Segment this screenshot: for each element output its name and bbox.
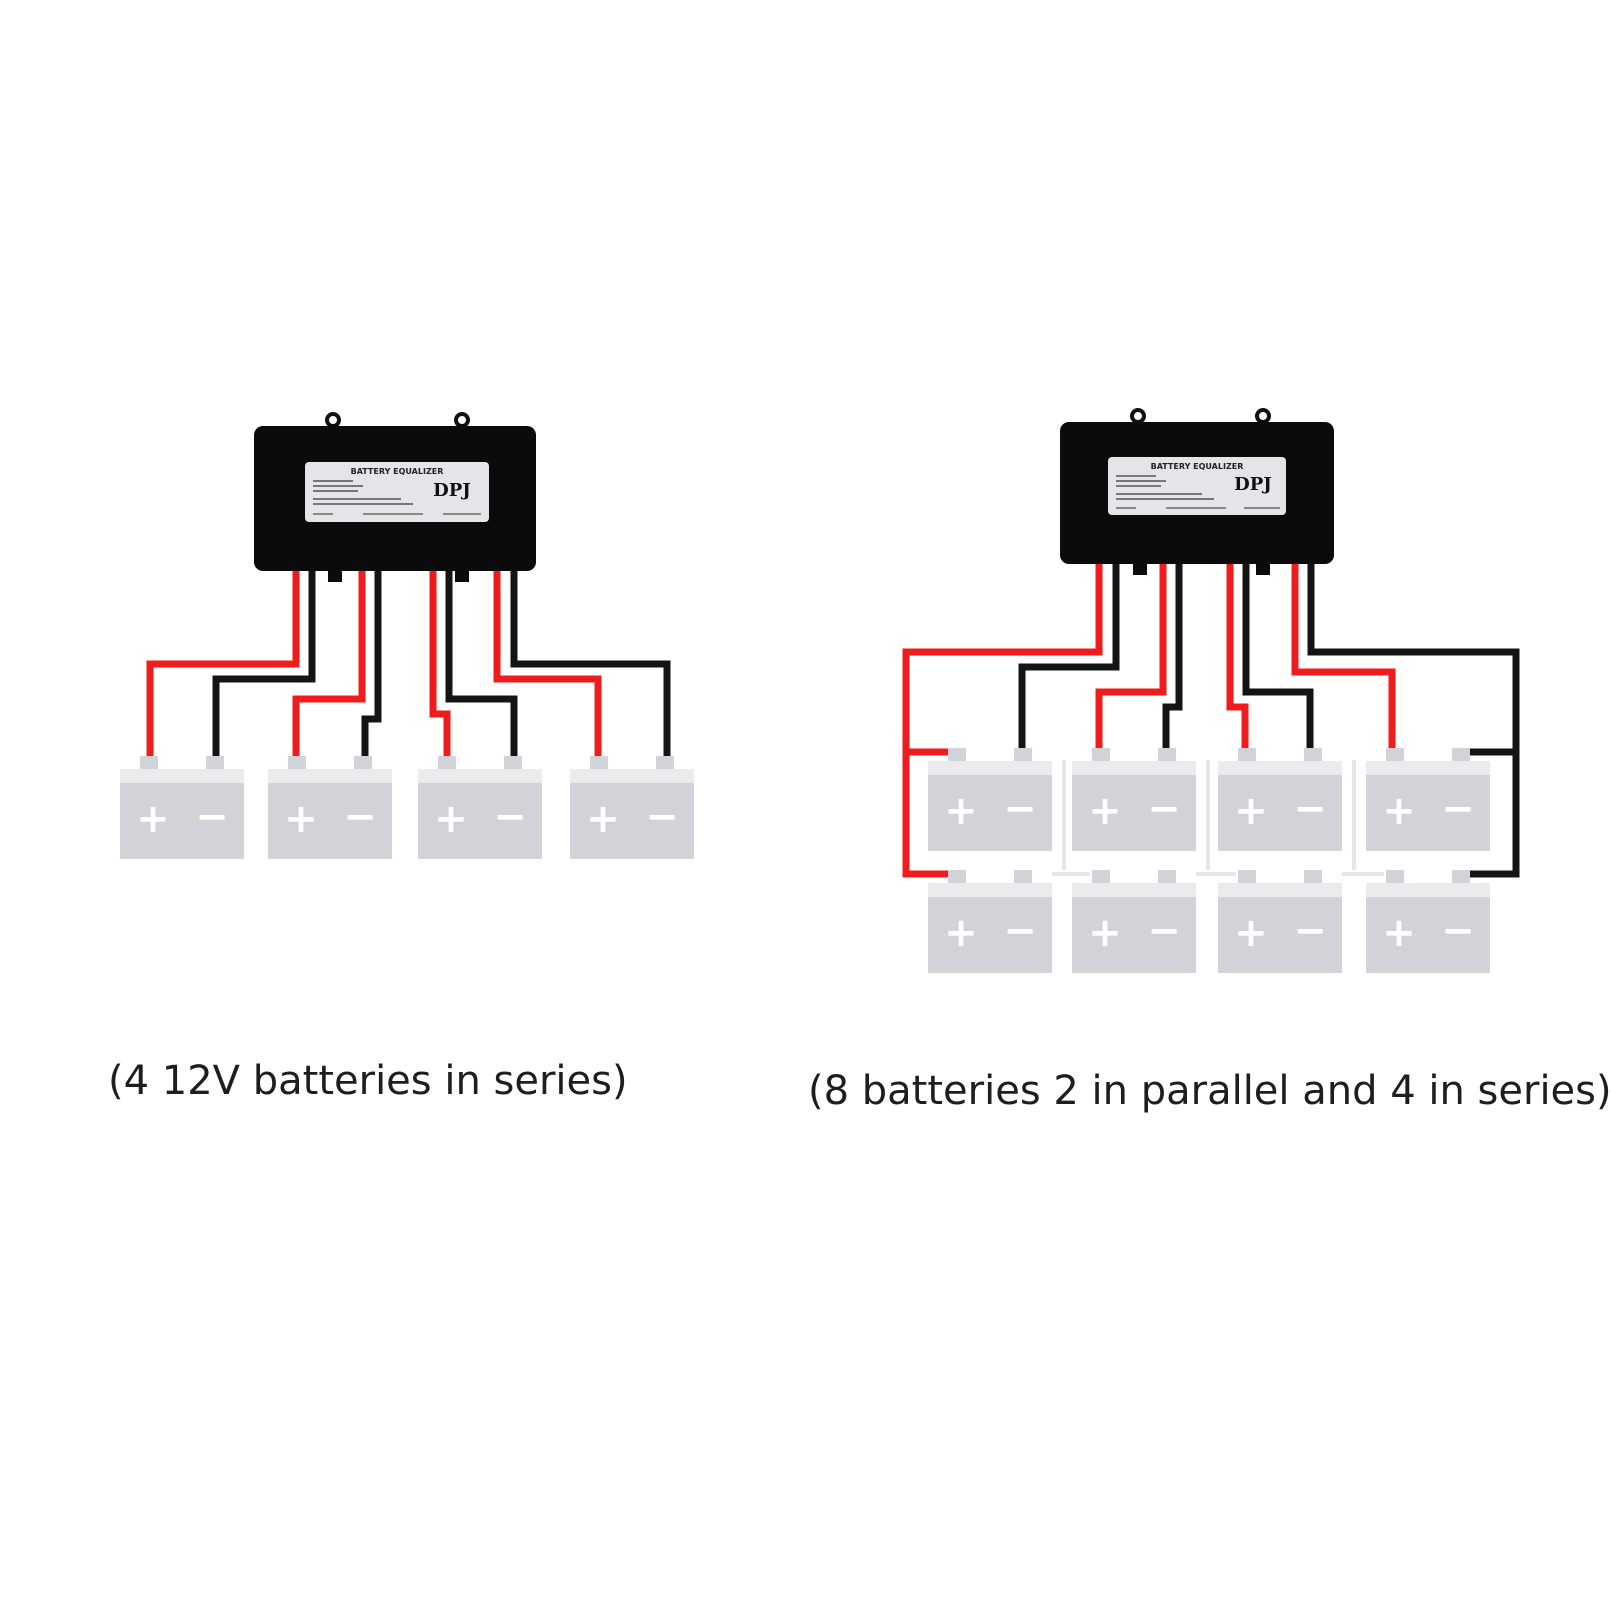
minus-sign: − (1441, 908, 1475, 954)
plus-sign: + (1088, 910, 1122, 956)
red-wire (493, 571, 602, 758)
equalizer-label-title: BATTERY EQUALIZER (1151, 462, 1244, 471)
right-batteries-top-row: + − + − + − (928, 748, 1490, 851)
battery: + − (1218, 870, 1342, 973)
plus-sign: + (586, 796, 620, 842)
plus-sign: + (1234, 788, 1268, 834)
plus-sign: + (434, 796, 468, 842)
red-wire (902, 564, 1103, 878)
battery: + − (120, 756, 244, 859)
minus-sign: − (1293, 786, 1327, 832)
minus-sign: − (1293, 908, 1327, 954)
battery: + − (928, 870, 1052, 973)
red-wire (1291, 564, 1396, 750)
black-wire (1307, 564, 1520, 878)
black-wire (510, 571, 671, 758)
minus-sign: − (1441, 786, 1475, 832)
equalizer-brand: DPJ (1234, 474, 1272, 495)
plus-sign: + (136, 796, 170, 842)
red-wire (292, 571, 366, 758)
minus-sign: − (1003, 908, 1037, 954)
black-wire (1018, 564, 1120, 750)
black-wire (1242, 564, 1314, 750)
black-wire (212, 571, 316, 758)
caption-right: (8 batteries 2 in parallel and 4 in seri… (808, 1068, 1612, 1114)
battery: + − (1366, 870, 1490, 973)
equalizer-device-right: BATTERY EQUALIZER DPJ (1060, 408, 1334, 575)
black-wire (1162, 564, 1183, 750)
minus-sign: − (1003, 786, 1037, 832)
equalizer-label-title: BATTERY EQUALIZER (351, 467, 444, 476)
battery: + − (268, 756, 392, 859)
minus-sign: − (343, 794, 377, 840)
plus-sign: + (1382, 788, 1416, 834)
red-wire (1226, 564, 1249, 750)
battery: + − (928, 748, 1052, 851)
minus-sign: − (1147, 908, 1181, 954)
equalizer-brand: DPJ (433, 480, 471, 501)
battery: + − (1072, 870, 1196, 973)
minus-sign: − (195, 794, 229, 840)
equalizer-label-plate (305, 462, 489, 522)
battery: + − (1366, 748, 1490, 851)
minus-sign: − (493, 794, 527, 840)
right-batteries-bottom-row: + − + − + − (928, 870, 1490, 973)
plus-sign: + (284, 796, 318, 842)
red-wire (429, 571, 451, 758)
plus-sign: + (944, 788, 978, 834)
parallel-links (1052, 760, 1384, 876)
right-wires (902, 564, 1520, 878)
black-wire (445, 571, 518, 758)
battery: + − (570, 756, 694, 859)
plus-sign: + (1382, 910, 1416, 956)
caption-left: (4 12V batteries in series) (108, 1058, 628, 1104)
red-wire (146, 571, 300, 758)
left-diagram: BATTERY EQUALIZER DPJ (120, 412, 694, 859)
right-diagram: BATTERY EQUALIZER DPJ (902, 408, 1520, 973)
left-wires (146, 571, 671, 758)
plus-sign: + (944, 910, 978, 956)
battery: + − (418, 756, 542, 859)
plus-sign: + (1234, 910, 1268, 956)
equalizer-device-left: BATTERY EQUALIZER DPJ (254, 412, 536, 582)
battery: + − (1072, 748, 1196, 851)
left-batteries: + − + − + − (120, 756, 694, 859)
red-wire (1095, 564, 1167, 750)
plus-sign: + (1088, 788, 1122, 834)
minus-sign: − (1147, 786, 1181, 832)
battery: + − (1218, 748, 1342, 851)
equalizer-label-plate (1108, 457, 1286, 515)
minus-sign: − (645, 794, 679, 840)
black-wire (361, 571, 382, 758)
